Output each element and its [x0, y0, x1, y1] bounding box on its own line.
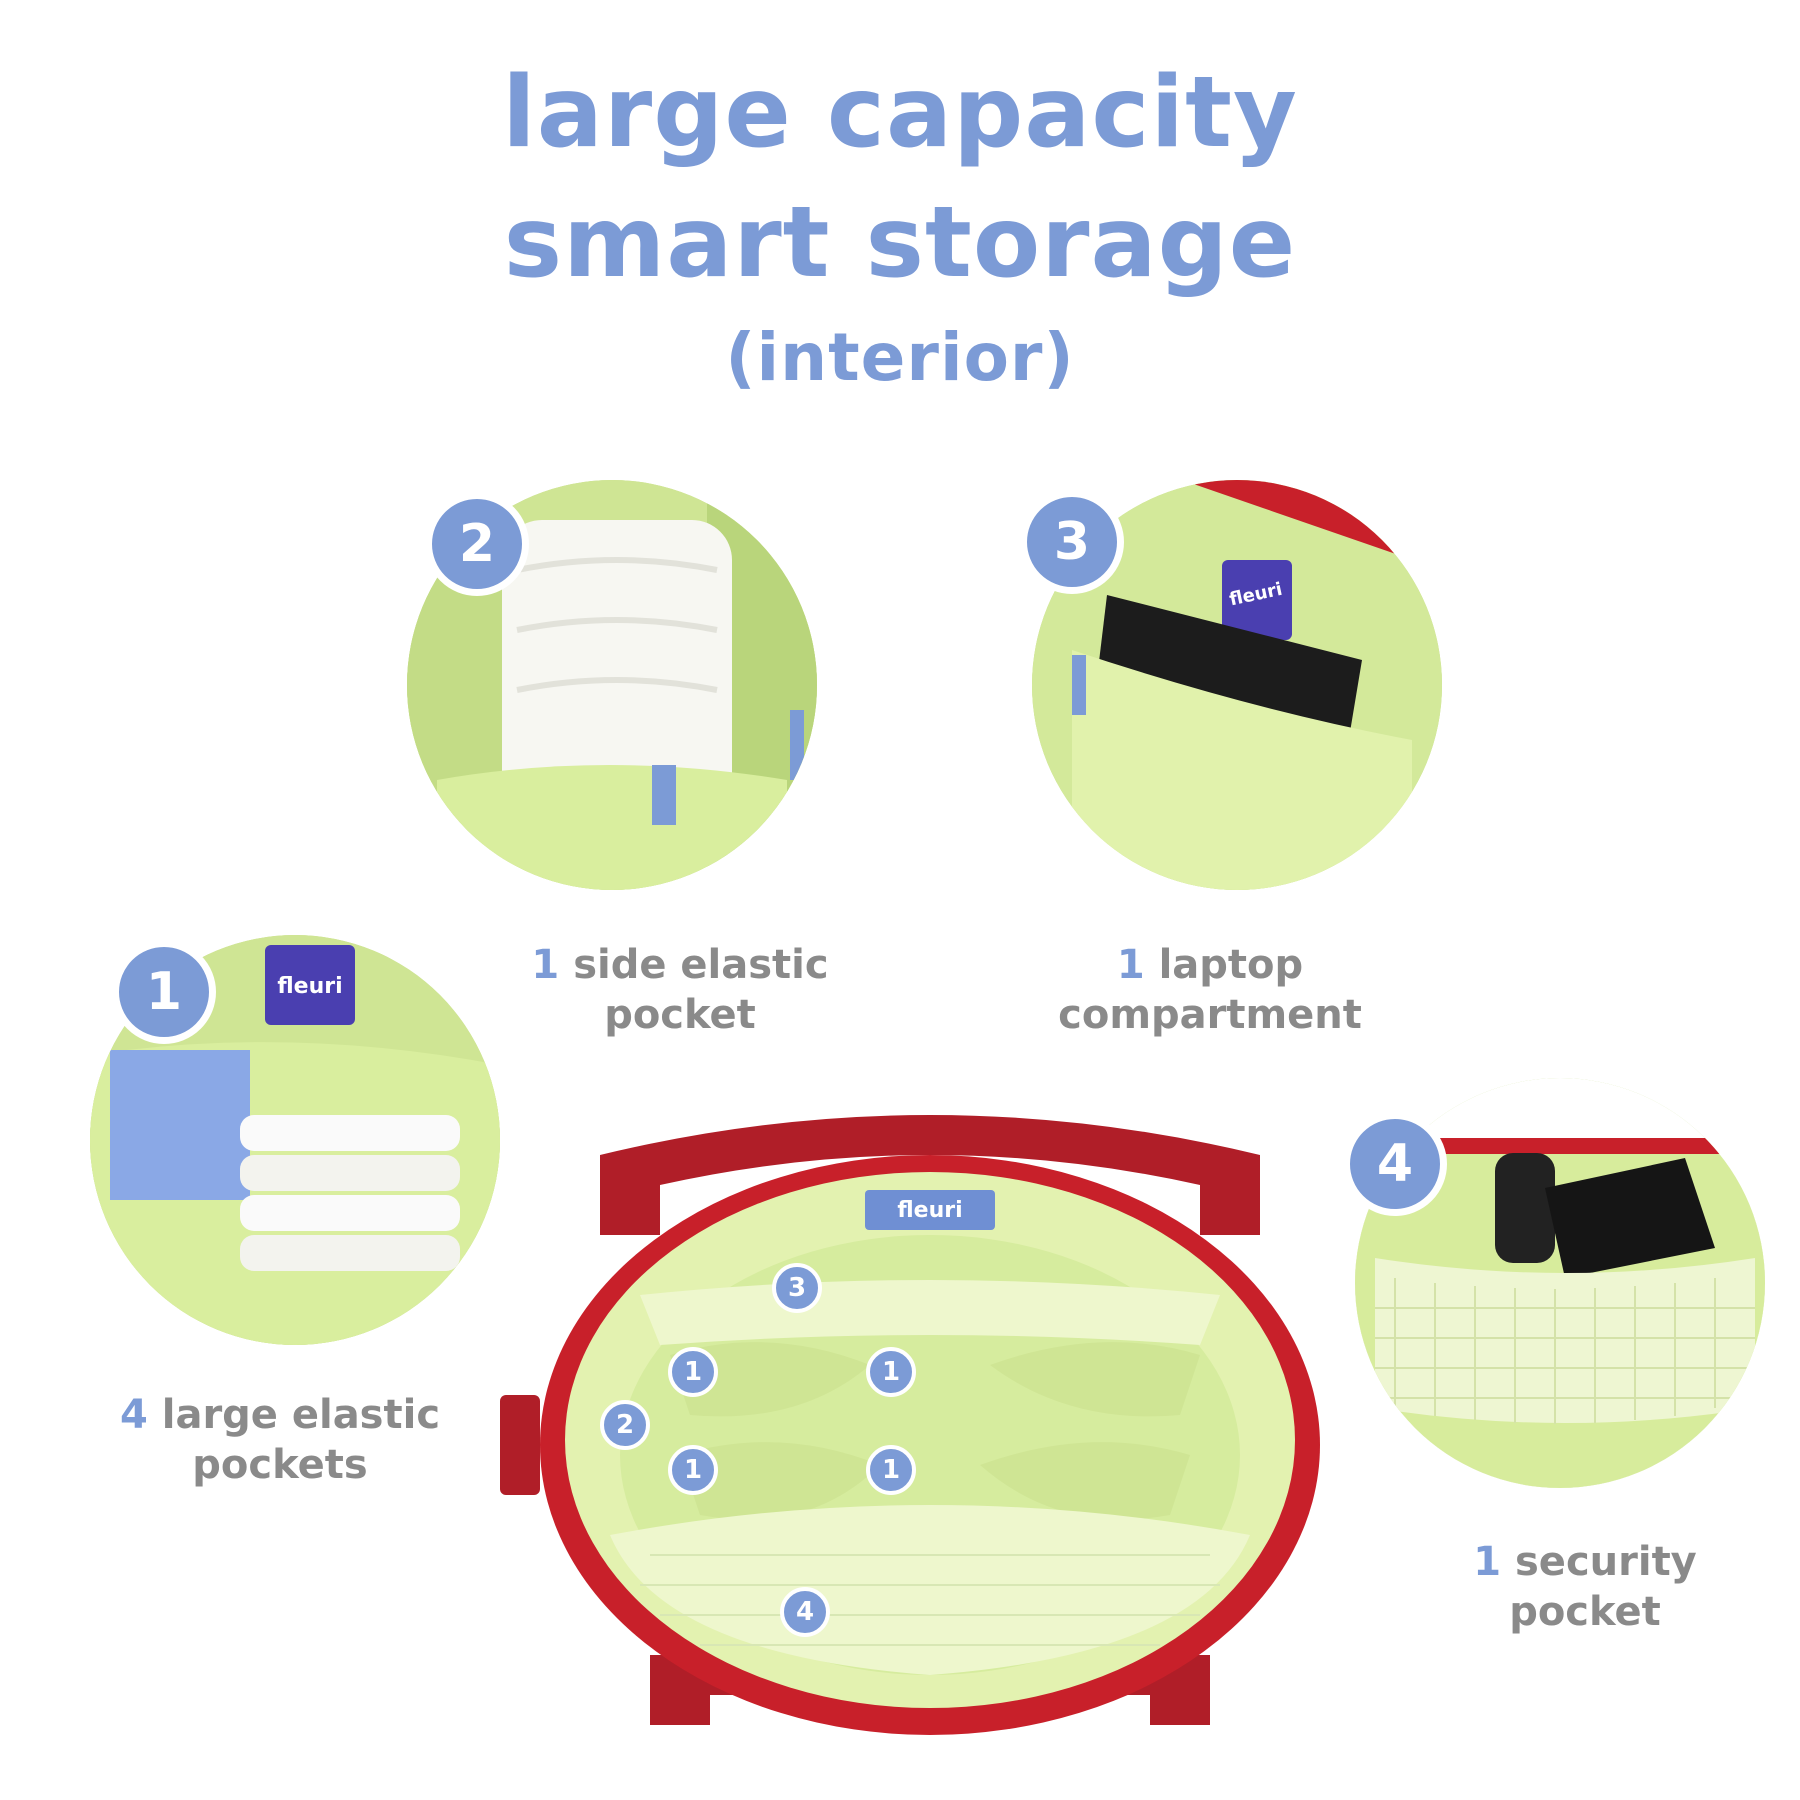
- feature-badge-4: 4: [1343, 1112, 1447, 1216]
- brand-tag-text: fleuri: [277, 974, 342, 999]
- caption-count: 4: [119, 1392, 148, 1438]
- caption-line-2: pocket: [1509, 1589, 1661, 1635]
- diagram-marker-2: 2: [600, 1400, 650, 1450]
- caption-count: 1: [1116, 942, 1145, 988]
- bag-interior-diagram: fleuri 3 1 1 2 1 1 4: [500, 1095, 1360, 1755]
- photo-security-pocket: [1355, 1078, 1765, 1488]
- diagram-marker-1: 1: [668, 1347, 718, 1397]
- caption-line-1: large elastic: [161, 1392, 441, 1438]
- diapers-illustration: fleuri: [90, 935, 500, 1345]
- diagram-marker-4: 4: [780, 1587, 830, 1637]
- keys-wallet-illustration: [1355, 1078, 1765, 1488]
- feature-badge-3: 3: [1020, 490, 1124, 594]
- caption-line-1: laptop: [1158, 942, 1304, 988]
- diagram-marker-3: 3: [772, 1263, 822, 1313]
- caption-count: 1: [531, 942, 560, 988]
- bag-brand-tag: fleuri: [897, 1198, 962, 1223]
- headline-line-1: large capacity: [502, 56, 1298, 170]
- caption-security-pocket: 1 security pocket: [1445, 1537, 1725, 1637]
- headline-line-3: (interior): [725, 319, 1075, 396]
- caption-line-1: security: [1515, 1539, 1697, 1585]
- bag-illustration: fleuri: [500, 1115, 1320, 1735]
- caption-line-2: compartment: [1058, 992, 1362, 1038]
- caption-count: 1: [1473, 1539, 1502, 1585]
- caption-line-1: side elastic: [573, 942, 829, 988]
- feature-badge-1: 1: [112, 940, 216, 1044]
- caption-line-2: pockets: [192, 1442, 368, 1488]
- photo-side-elastic-pocket: [407, 480, 817, 890]
- caption-laptop-compartment: 1 laptop compartment: [1030, 940, 1390, 1040]
- headline-line-2: smart storage: [503, 186, 1297, 300]
- diagram-marker-1: 1: [866, 1347, 916, 1397]
- diagram-marker-1: 1: [668, 1445, 718, 1495]
- towel-illustration: [407, 480, 817, 890]
- caption-side-elastic-pocket: 1 side elastic pocket: [480, 940, 880, 1040]
- feature-badge-2: 2: [425, 492, 529, 596]
- caption-large-elastic-pockets: 4 large elastic pockets: [110, 1390, 450, 1490]
- diagram-marker-1: 1: [866, 1445, 916, 1495]
- caption-line-2: pocket: [604, 992, 756, 1038]
